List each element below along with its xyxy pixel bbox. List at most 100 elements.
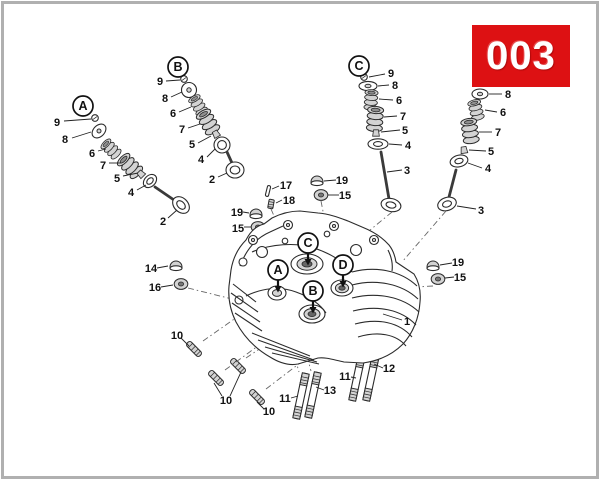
part-callout-3-26: 3 [456, 205, 484, 217]
collet-5c [372, 129, 380, 137]
part-callout-8-8: 8 [162, 91, 183, 105]
valve-assembly-b [180, 75, 245, 179]
valve-3c [379, 150, 402, 213]
svg-text:13: 13 [324, 385, 336, 397]
outer-spring-7c [365, 105, 385, 133]
page-number-text: 003 [486, 33, 556, 78]
page-number-badge: 003 [472, 25, 570, 87]
svg-text:8: 8 [505, 89, 511, 101]
svg-text:10: 10 [220, 395, 232, 407]
spring-seat-4b [213, 136, 231, 154]
svg-text:9: 9 [157, 76, 163, 88]
svg-text:C: C [303, 236, 312, 250]
valve-assembly-a [91, 114, 190, 214]
valve-3d [437, 168, 458, 212]
svg-text:19: 19 [336, 175, 348, 187]
cap-nut-19-mid [310, 175, 324, 187]
svg-text:5: 5 [488, 146, 494, 158]
part-callout-10-39: 10 [256, 401, 275, 418]
cylinder-head [228, 210, 421, 366]
part-callout-18-28: 18 [275, 195, 295, 207]
svg-text:2: 2 [160, 216, 166, 228]
svg-text:6: 6 [170, 108, 176, 120]
part-callout-7-17: 7 [383, 111, 406, 123]
svg-text:7: 7 [179, 124, 185, 136]
part-callout-14-35: 14 [145, 263, 169, 275]
valve-2a [153, 185, 190, 214]
svg-text:8: 8 [62, 134, 68, 146]
svg-text:9: 9 [388, 68, 394, 80]
svg-text:2: 2 [209, 174, 215, 186]
screw-9a [91, 114, 99, 122]
part-callout-10-38: 10 [213, 371, 242, 407]
svg-text:19: 19 [231, 207, 243, 219]
svg-text:7: 7 [100, 160, 106, 172]
spring-seat-4a [142, 173, 158, 189]
cap-nut-14 [169, 260, 183, 272]
svg-text:A: A [273, 263, 282, 277]
part-callout-7-10: 7 [179, 123, 201, 136]
svg-text:3: 3 [478, 205, 484, 217]
part-callout-13-41: 13 [315, 385, 336, 397]
valve-seat-b [298, 304, 326, 324]
spring-retainer-8c [358, 80, 378, 92]
svg-text:5: 5 [189, 139, 195, 151]
svg-text:4: 4 [128, 187, 135, 199]
part-callout-4-19: 4 [388, 140, 412, 152]
part-callout-2-6: 2 [160, 209, 178, 228]
valve-assembly-d [437, 88, 489, 212]
part-callout-10-37: 10 [171, 330, 190, 347]
part-callout-1-44: 1 [382, 313, 410, 328]
svg-text:14: 14 [145, 263, 158, 275]
collet-5d [459, 145, 469, 155]
part-callout-6-16: 6 [378, 95, 402, 107]
part-callout-5-11: 5 [189, 135, 212, 151]
outer-spring-7d [459, 116, 481, 146]
valve-assembly-c [358, 73, 402, 213]
svg-text:7: 7 [495, 127, 501, 139]
part-callout-4-25: 4 [467, 162, 492, 175]
part-callout-5-4: 5 [114, 172, 139, 185]
svg-text:5: 5 [114, 173, 120, 185]
svg-text:15: 15 [232, 223, 244, 235]
cap-nut-19-right [426, 260, 440, 272]
part-callout-2-13: 2 [209, 172, 228, 186]
part-callout-11-42: 11 [339, 371, 357, 383]
part-callout-5-18: 5 [380, 125, 408, 137]
spring-retainer-8d [471, 88, 489, 100]
svg-text:10: 10 [171, 330, 183, 342]
washer-16 [173, 278, 189, 290]
part-callout-4-12: 4 [198, 148, 216, 166]
spring-retainer-8a [91, 123, 107, 139]
part-callout-19-31: 19 [323, 175, 348, 187]
part-callout-11-40: 11 [279, 393, 299, 405]
washer-15-right [430, 273, 446, 285]
washer-15-mid [313, 189, 329, 201]
svg-text:18: 18 [283, 195, 295, 207]
svg-text:D: D [338, 258, 347, 272]
letter-marker-a-0: A [72, 95, 94, 117]
svg-text:19: 19 [452, 257, 464, 269]
stud-10-1 [185, 340, 203, 358]
letter-marker-d-5: D [332, 254, 354, 288]
svg-text:8: 8 [392, 80, 398, 92]
part-callout-8-1: 8 [62, 131, 92, 146]
svg-text:B: B [173, 60, 182, 74]
letter-marker-a-4: A [267, 259, 289, 293]
valve-seat-a [267, 285, 287, 301]
part-callout-3-20: 3 [386, 165, 410, 177]
spring-retainer-8b [180, 81, 198, 99]
part-callout-6-9: 6 [170, 106, 192, 120]
part-callout-7-23: 7 [479, 127, 501, 139]
svg-text:7: 7 [400, 111, 406, 123]
svg-text:11: 11 [339, 371, 351, 383]
svg-text:A: A [78, 99, 87, 113]
part-callout-6-2: 6 [89, 148, 107, 160]
svg-text:4: 4 [405, 140, 412, 152]
part-callout-15-32: 15 [328, 190, 351, 202]
svg-text:17: 17 [280, 180, 292, 192]
spring-18 [267, 198, 275, 210]
spring-seat-4c [367, 138, 389, 150]
